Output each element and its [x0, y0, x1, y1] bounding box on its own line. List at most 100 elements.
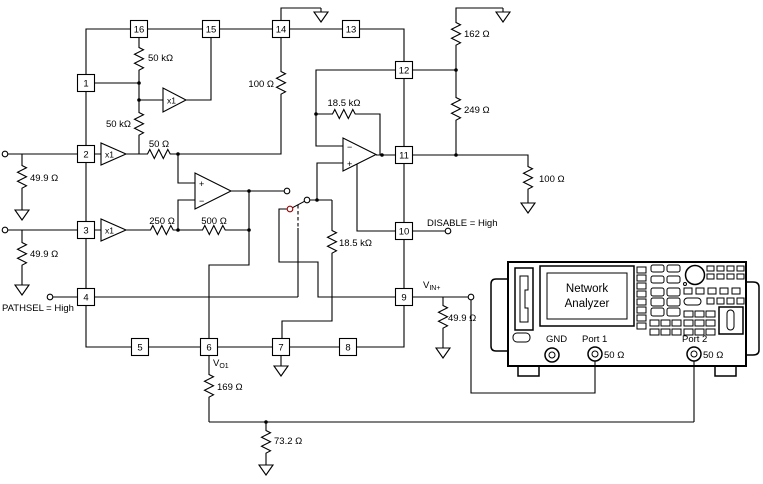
analyzer-button[interactable]: [660, 328, 671, 336]
ic-pins: 16 15 14 13 12 11 10 9 8 7 6 5 1 2 3 4: [76, 19, 414, 357]
analyzer-button[interactable]: [726, 297, 735, 305]
svg-text:15: 15: [206, 25, 217, 36]
ic-package-outline: [85, 28, 405, 348]
analyzer-button[interactable]: [671, 328, 682, 336]
wires: [8, 7, 695, 461]
knob-marker: [683, 282, 687, 286]
analyzer-button[interactable]: [649, 319, 660, 327]
analyzer-button[interactable]: [649, 328, 660, 336]
analyzer-button[interactable]: [694, 319, 705, 327]
analyzer-button[interactable]: [706, 297, 715, 305]
analyzer-button[interactable]: [726, 265, 735, 272]
analyzer-button[interactable]: [683, 287, 693, 295]
analyzer-button[interactable]: [706, 265, 715, 272]
analyzer-button[interactable]: [705, 328, 716, 336]
analyzer-button[interactable]: [726, 273, 735, 280]
analyzer-button[interactable]: [650, 307, 665, 317]
analyzer-button[interactable]: [731, 287, 741, 295]
analyzer-button[interactable]: [636, 290, 647, 298]
analyzer-button[interactable]: [716, 297, 725, 305]
analyzer-button[interactable]: [716, 265, 725, 272]
eject-button[interactable]: [512, 332, 531, 343]
label-resistor-18k5-mid: 18.5 kΩ: [339, 238, 372, 249]
analyzer-button[interactable]: [705, 310, 716, 318]
analyzer-button[interactable]: [694, 310, 705, 318]
buffer-amp-in1: x1: [100, 142, 128, 166]
svg-text:9: 9: [401, 293, 406, 304]
analyzer-button[interactable]: [650, 297, 665, 307]
analyzer-button[interactable]: [694, 328, 705, 336]
analyzer-button[interactable]: [660, 319, 671, 327]
svg-text:1: 1: [83, 79, 88, 90]
resistor-18k5-mid: [326, 227, 338, 257]
label-resistor-500: 500 Ω: [201, 216, 227, 227]
left-foot: [517, 365, 540, 377]
analyzer-button[interactable]: [695, 287, 705, 295]
label-resistor-50: 50 Ω: [149, 139, 169, 150]
analyzer-button[interactable]: [736, 297, 745, 305]
minus-sign: −: [347, 142, 352, 152]
label-resistor-73: 73.2 Ω: [274, 436, 302, 447]
ground-icon: [258, 460, 274, 476]
resistor-49-in2: [16, 239, 28, 269]
probe-connector: [726, 309, 735, 331]
analyzer-button[interactable]: [707, 287, 717, 295]
junction-dots: [137, 68, 458, 424]
analyzer-button[interactable]: [636, 298, 647, 306]
left-handle: [490, 278, 508, 352]
analyzer-button[interactable]: [650, 275, 665, 284]
analyzer-button[interactable]: [636, 282, 647, 290]
analyzer-button[interactable]: [666, 275, 681, 284]
pin-box-16: 16: [129, 19, 149, 39]
gnd-connector: [544, 347, 560, 363]
analyzer-button[interactable]: [666, 264, 681, 273]
analyzer-button[interactable]: [683, 319, 694, 327]
svg-text:6: 6: [206, 343, 211, 354]
resistor-100-top: [275, 68, 287, 98]
analyzer-button[interactable]: [671, 319, 682, 327]
analyzer-button[interactable]: [636, 306, 647, 314]
pathsel-terminal: [46, 293, 54, 301]
analyzer-button[interactable]: [650, 264, 665, 273]
analyzer-button[interactable]: [636, 274, 647, 282]
resistor-169: [203, 371, 215, 401]
screen-line2: Analyzer: [565, 298, 610, 310]
svg-text:11: 11: [399, 151, 409, 162]
ground-icon: [14, 205, 30, 221]
screen-line1: Network: [566, 283, 608, 295]
analyzer-button[interactable]: [666, 297, 681, 307]
analyzer-button[interactable]: [636, 266, 647, 274]
resistor-50k-a: [133, 44, 145, 74]
analyzer-button[interactable]: [666, 307, 681, 317]
svg-text:14: 14: [276, 25, 287, 36]
analyzer-button[interactable]: [705, 319, 716, 327]
disk-slot: [519, 275, 529, 323]
analyzer-button[interactable]: [716, 273, 725, 280]
rotary-knob[interactable]: [684, 264, 706, 286]
analyzer-button[interactable]: [706, 273, 715, 280]
analyzer-button[interactable]: [683, 328, 694, 336]
pin-box-15: 15: [201, 19, 221, 39]
svg-text:7: 7: [278, 343, 283, 354]
key-group-a: [650, 264, 681, 284]
analyzer-button[interactable]: [683, 310, 694, 318]
svg-text:2: 2: [83, 150, 88, 161]
plus-sign: +: [199, 179, 204, 189]
pin-box-6: 6: [199, 337, 219, 357]
analyzer-button[interactable]: [636, 314, 647, 322]
analyzer-button[interactable]: [650, 287, 665, 297]
svg-text:13: 13: [346, 25, 357, 36]
switch-terminal-selected: [286, 205, 294, 213]
analyzer-button[interactable]: [719, 287, 729, 295]
opamp-mid: + −: [194, 172, 233, 210]
analyzer-button[interactable]: [683, 297, 702, 306]
analyzer-button[interactable]: [736, 273, 745, 280]
analyzer-button[interactable]: [636, 322, 647, 330]
pin-box-3: 3: [76, 220, 96, 240]
ground-icon: [495, 7, 511, 23]
label-resistor-249: 249 Ω: [464, 105, 490, 116]
switch-common-terminal: [303, 196, 311, 204]
pin-box-2: 2: [76, 144, 96, 164]
analyzer-button[interactable]: [666, 287, 681, 297]
analyzer-button[interactable]: [736, 265, 745, 272]
